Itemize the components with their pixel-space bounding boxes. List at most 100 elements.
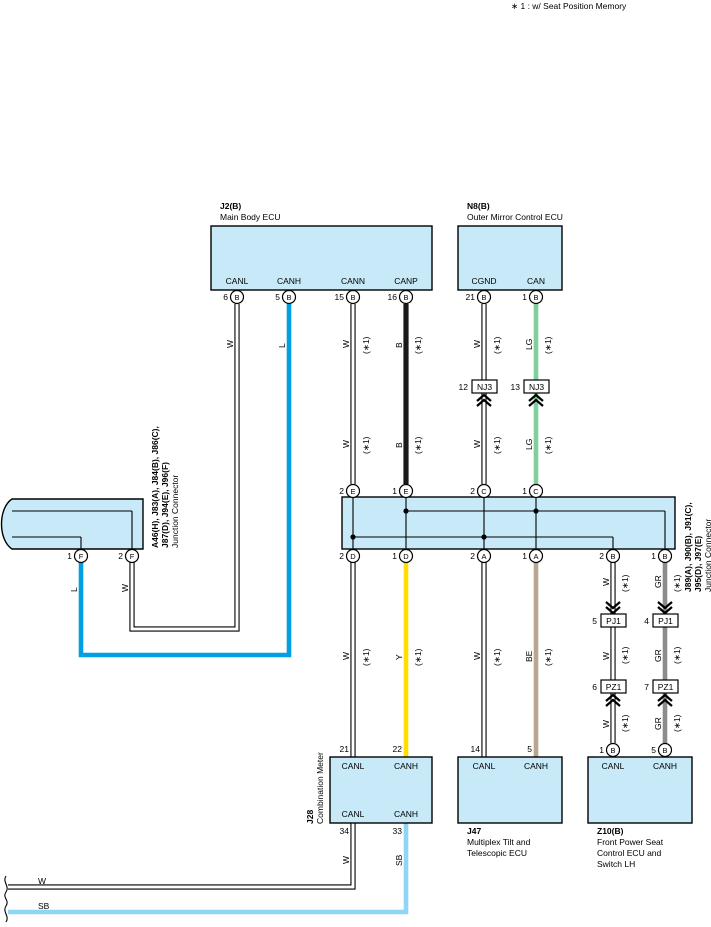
wire-label-star: (∗1) xyxy=(620,574,630,592)
pin-number: 1 xyxy=(522,551,527,561)
pz1-pin: 6 xyxy=(592,682,597,692)
pz1-label: PZ1 xyxy=(606,682,622,692)
pin-number: 6 xyxy=(223,292,228,302)
pin-connector-letter: B xyxy=(350,293,355,302)
n8-outer-mirror-ecu xyxy=(457,225,563,291)
wire-label-l: L xyxy=(69,587,79,592)
right-junction-connector xyxy=(341,496,676,550)
pin-number: 2 xyxy=(599,551,604,561)
z10-label: CANH xyxy=(653,761,677,771)
pin-connector-letter: B xyxy=(610,552,615,561)
nj3-connector-b xyxy=(523,379,550,394)
wire-label-w: W xyxy=(472,440,482,448)
wire-label-w: W xyxy=(341,440,351,448)
pin-connector-letter: B xyxy=(234,293,239,302)
wire-label-star: (∗1) xyxy=(543,436,553,454)
wire-w-canl-core xyxy=(130,304,239,631)
pj1-pin: 5 xyxy=(592,616,597,626)
n8-pin-label: CGND xyxy=(471,276,496,286)
nj3-chevron-icon xyxy=(528,393,544,407)
j28-label: CANH xyxy=(394,809,418,819)
j2-pin-label: CANN xyxy=(341,276,365,286)
pin-connector-letter: F xyxy=(130,552,135,561)
pin-connector-letter: C xyxy=(533,487,539,496)
pin-marker xyxy=(124,548,140,564)
pj1-label: PJ1 xyxy=(658,616,673,626)
pz1-pin: 7 xyxy=(644,682,649,692)
wire-label-star: (∗1) xyxy=(543,336,553,354)
j47-name: Multiplex Tilt and xyxy=(467,837,531,847)
pin-connector-letter: B xyxy=(610,746,615,755)
wire-label-star: (∗1) xyxy=(413,436,423,454)
pin-connector-letter: E xyxy=(350,487,355,496)
wire-label-b: B xyxy=(394,342,404,348)
pin-connector-letter: B xyxy=(481,293,486,302)
j47-tilt-telescopic-ecu xyxy=(457,756,563,824)
pin-connector-letter: B xyxy=(533,293,538,302)
nj3-chevron-icon xyxy=(476,393,492,407)
wire-sb-bus xyxy=(8,823,409,915)
wire-label-w: W xyxy=(341,340,351,348)
wire-label-w: W xyxy=(341,652,351,660)
pin-marker xyxy=(398,289,414,305)
pj1-chevron-icon xyxy=(657,601,673,615)
wire-label-star: (∗1) xyxy=(492,336,502,354)
wire-label-star: (∗1) xyxy=(361,336,371,354)
pin-number: 21 xyxy=(466,292,476,302)
pz1-chevron-icon xyxy=(605,693,621,707)
n8-name: Outer Mirror Control ECU xyxy=(467,212,563,222)
wire-label-l: L xyxy=(277,343,287,348)
pin-number: 21 xyxy=(340,744,350,754)
left-junction-connector xyxy=(0,498,144,550)
j28-label: CANL xyxy=(342,761,365,771)
wire-label-star: (∗1) xyxy=(492,436,502,454)
j28-name: Combination Meter xyxy=(315,752,325,824)
wire-label-w: W xyxy=(472,340,482,348)
pin-marker xyxy=(345,548,361,564)
wire-label-w: W xyxy=(472,652,482,660)
bus-break-mark xyxy=(4,875,8,923)
j2-name: Main Body ECU xyxy=(220,212,280,222)
pin-number: 2 xyxy=(339,486,344,496)
pin-number: 2 xyxy=(118,551,123,561)
j47-label: CANL xyxy=(473,761,496,771)
bus-w-label: W xyxy=(38,876,46,886)
wire-label-y: Y xyxy=(394,654,404,660)
left-jc-name: Junction Connector xyxy=(170,475,180,548)
wire-label-gr: GR xyxy=(653,575,663,588)
pin-number: 1 xyxy=(599,745,604,755)
wire-label-star: (∗1) xyxy=(413,648,423,666)
j47-code: J47 xyxy=(467,826,481,836)
j2-pin-label: CANL xyxy=(226,276,249,286)
wire-label-w: W xyxy=(601,720,611,728)
pin-number: 2 xyxy=(339,551,344,561)
pin-marker xyxy=(476,548,492,564)
pin-connector-letter: D xyxy=(350,552,356,561)
wire-l-canh xyxy=(78,304,292,658)
pin-number: 2 xyxy=(470,551,475,561)
j2-pin-label: CANP xyxy=(394,276,418,286)
left-jc-code2: J87(D), J94(E), J96(F) xyxy=(160,462,170,548)
pj1-chevron-icon xyxy=(605,601,621,615)
pin-number: 1 xyxy=(67,551,72,561)
pz1-connector-a xyxy=(600,679,627,694)
wire-label-star: (∗1) xyxy=(543,648,553,666)
right-jc-code2: J95(D), J97(E) xyxy=(693,536,703,592)
pin-connector-letter: A xyxy=(481,552,486,561)
pin-number: 5 xyxy=(527,744,532,754)
pin-connector-letter: A xyxy=(533,552,538,561)
pin-marker xyxy=(528,483,544,499)
wire-label-star: (∗1) xyxy=(672,714,682,732)
wire-label-star: (∗1) xyxy=(672,646,682,664)
pin-connector-letter: B xyxy=(286,293,291,302)
pin-number: 15 xyxy=(335,292,345,302)
wire-label-w: W xyxy=(601,578,611,586)
wire-label-w: W xyxy=(225,340,235,348)
wire-label-w: W xyxy=(120,584,130,592)
pin-connector-letter: C xyxy=(481,487,487,496)
pin-marker xyxy=(229,289,245,305)
wire-label-b: B xyxy=(394,442,404,448)
j47-label: CANH xyxy=(524,761,548,771)
pin-marker xyxy=(657,548,673,564)
wire-w-bus xyxy=(8,823,355,889)
